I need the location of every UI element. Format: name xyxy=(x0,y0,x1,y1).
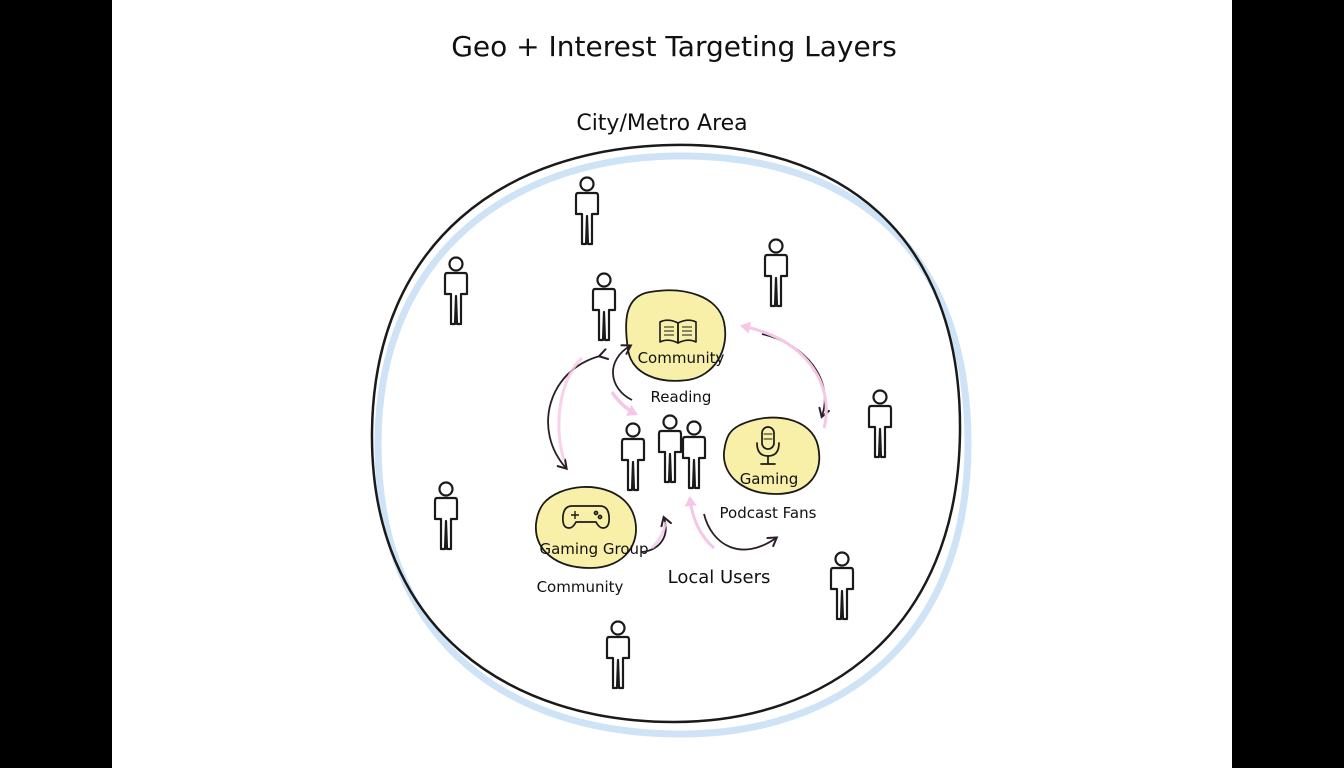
person-icon xyxy=(867,389,893,459)
flow-arrows xyxy=(547,321,830,553)
person-icon xyxy=(605,620,631,690)
diagram: Geo + Interest Targeting Layers City/Met… xyxy=(370,30,972,738)
cluster-gaming-group: Gaming Group Community xyxy=(535,486,649,596)
city-area-circle xyxy=(370,143,972,738)
people xyxy=(433,176,893,690)
person-icon xyxy=(574,176,600,246)
gamepad-icon xyxy=(562,505,610,529)
cluster-gaming-group-badge: Gaming Group xyxy=(539,540,648,558)
person-icon xyxy=(443,256,469,326)
cluster-gaming-badge: Gaming xyxy=(740,470,799,488)
arrow-local-to-podcast xyxy=(703,513,779,551)
arrow-reading-in xyxy=(612,344,633,401)
person-icon xyxy=(681,420,707,490)
arrow-pink-local-up xyxy=(684,496,715,550)
arrow-group-pink xyxy=(650,521,668,550)
arrow-left-double xyxy=(547,348,610,471)
person-icon xyxy=(433,481,459,551)
area-label: City/Metro Area xyxy=(576,111,747,136)
person-icon xyxy=(763,238,789,308)
cluster-gaming: Gaming Podcast Fans xyxy=(720,416,821,522)
cluster-reading-badge: Community xyxy=(638,349,725,367)
arrow-pink-center xyxy=(610,391,638,416)
person-icon xyxy=(620,422,646,492)
person-icon xyxy=(829,551,855,621)
book-icon xyxy=(659,319,697,344)
canvas: Geo + Interest Targeting Layers City/Met… xyxy=(112,0,1232,768)
cluster-gaming-group-blob xyxy=(535,486,637,569)
center-label: Local Users xyxy=(668,567,771,588)
person-icon xyxy=(657,414,683,484)
cluster-reading: Community Reading xyxy=(625,289,727,406)
person-icon xyxy=(591,272,617,342)
cluster-reading-caption: Reading xyxy=(651,388,712,406)
cluster-gaming-caption: Podcast Fans xyxy=(720,504,817,522)
cluster-gaming-group-caption: Community xyxy=(537,578,624,596)
microphone-icon xyxy=(756,426,780,465)
arrow-left-pink xyxy=(557,356,584,461)
diagram-title: Geo + Interest Targeting Layers xyxy=(451,30,897,63)
arrow-right-pink xyxy=(740,321,828,429)
cluster-reading-blob xyxy=(625,289,727,382)
